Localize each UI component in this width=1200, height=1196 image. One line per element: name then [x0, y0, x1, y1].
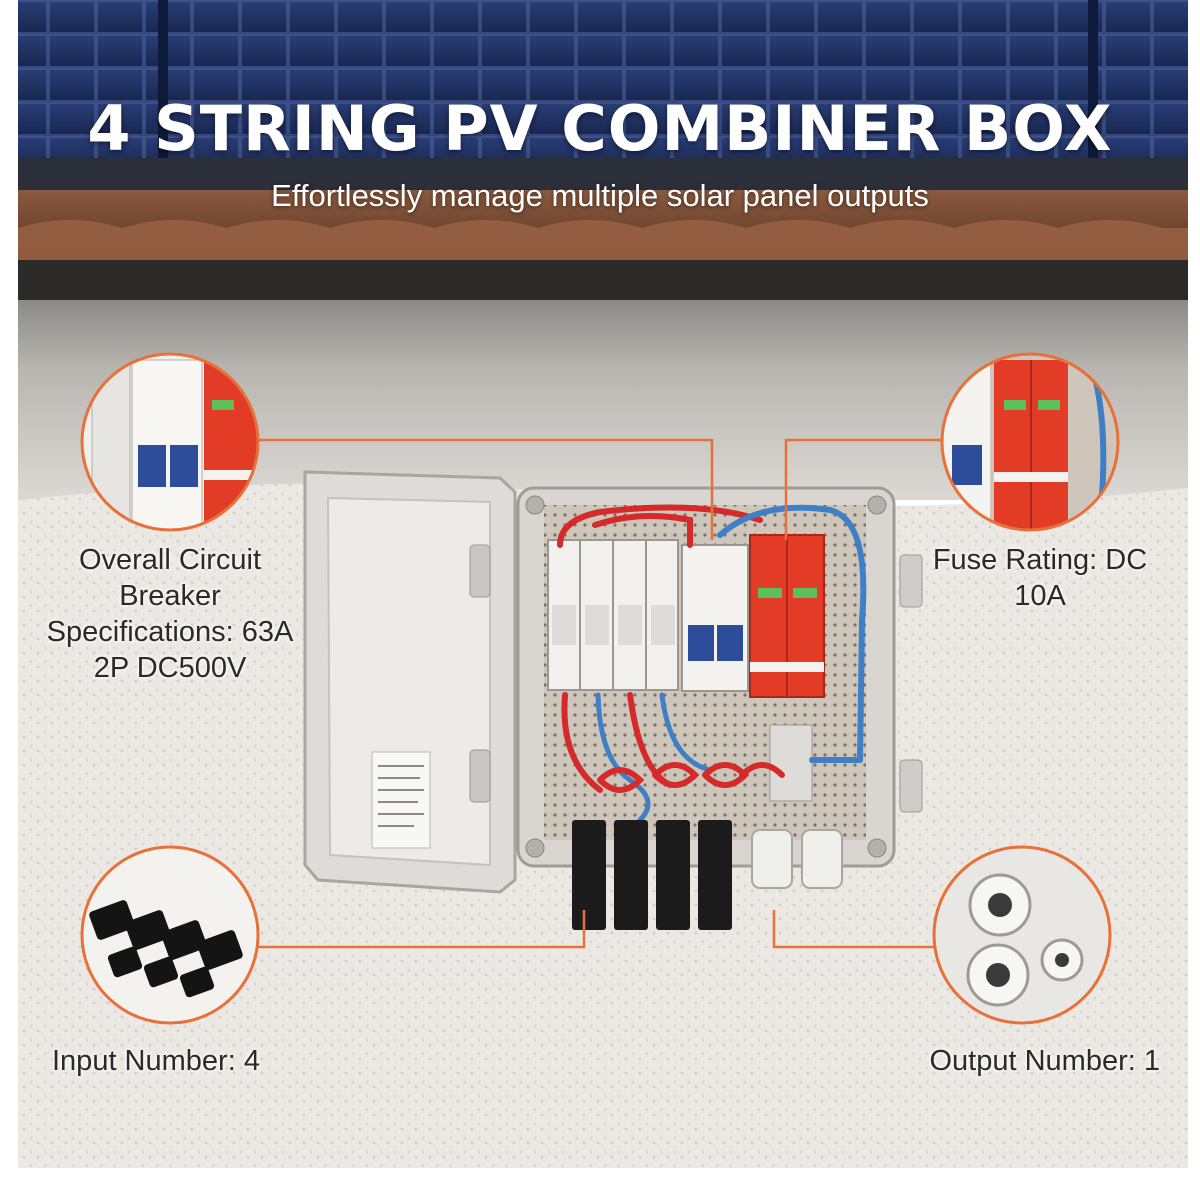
terminal-block	[769, 724, 813, 802]
cable-glands	[751, 829, 843, 889]
latch-top	[899, 554, 923, 608]
breaker-spec-label: Overall Circuit Breaker Specifications: …	[46, 544, 294, 684]
bottom-margin	[0, 1168, 1200, 1196]
banner-subtitle: Effortlessly manage multiple solar panel…	[271, 178, 929, 213]
detail-input	[80, 845, 260, 1025]
banner-title: 4 STRING PV COMBINER BOX	[87, 92, 1113, 165]
circuit-breaker	[681, 544, 749, 692]
input-number-label: Input Number: 4	[52, 1045, 260, 1077]
door-hinge-bottom	[469, 749, 491, 803]
latch-bottom	[899, 759, 923, 813]
fuse-rating-label: Fuse Rating: DC 10A	[932, 544, 1148, 612]
detail-breaker	[80, 352, 260, 532]
wiring	[557, 504, 867, 823]
detail-output	[932, 845, 1112, 1025]
callout-lines	[258, 438, 942, 949]
gutter	[18, 260, 1188, 300]
surge-protector	[749, 534, 825, 698]
door-spec-label	[371, 751, 431, 849]
output-number-label: Output Number: 1	[929, 1045, 1161, 1077]
door-hinge-top	[469, 544, 491, 598]
combiner-box	[303, 470, 923, 930]
detail-fuse	[940, 352, 1120, 532]
mc4-connectors	[572, 820, 732, 930]
fuse-holders	[547, 539, 679, 691]
